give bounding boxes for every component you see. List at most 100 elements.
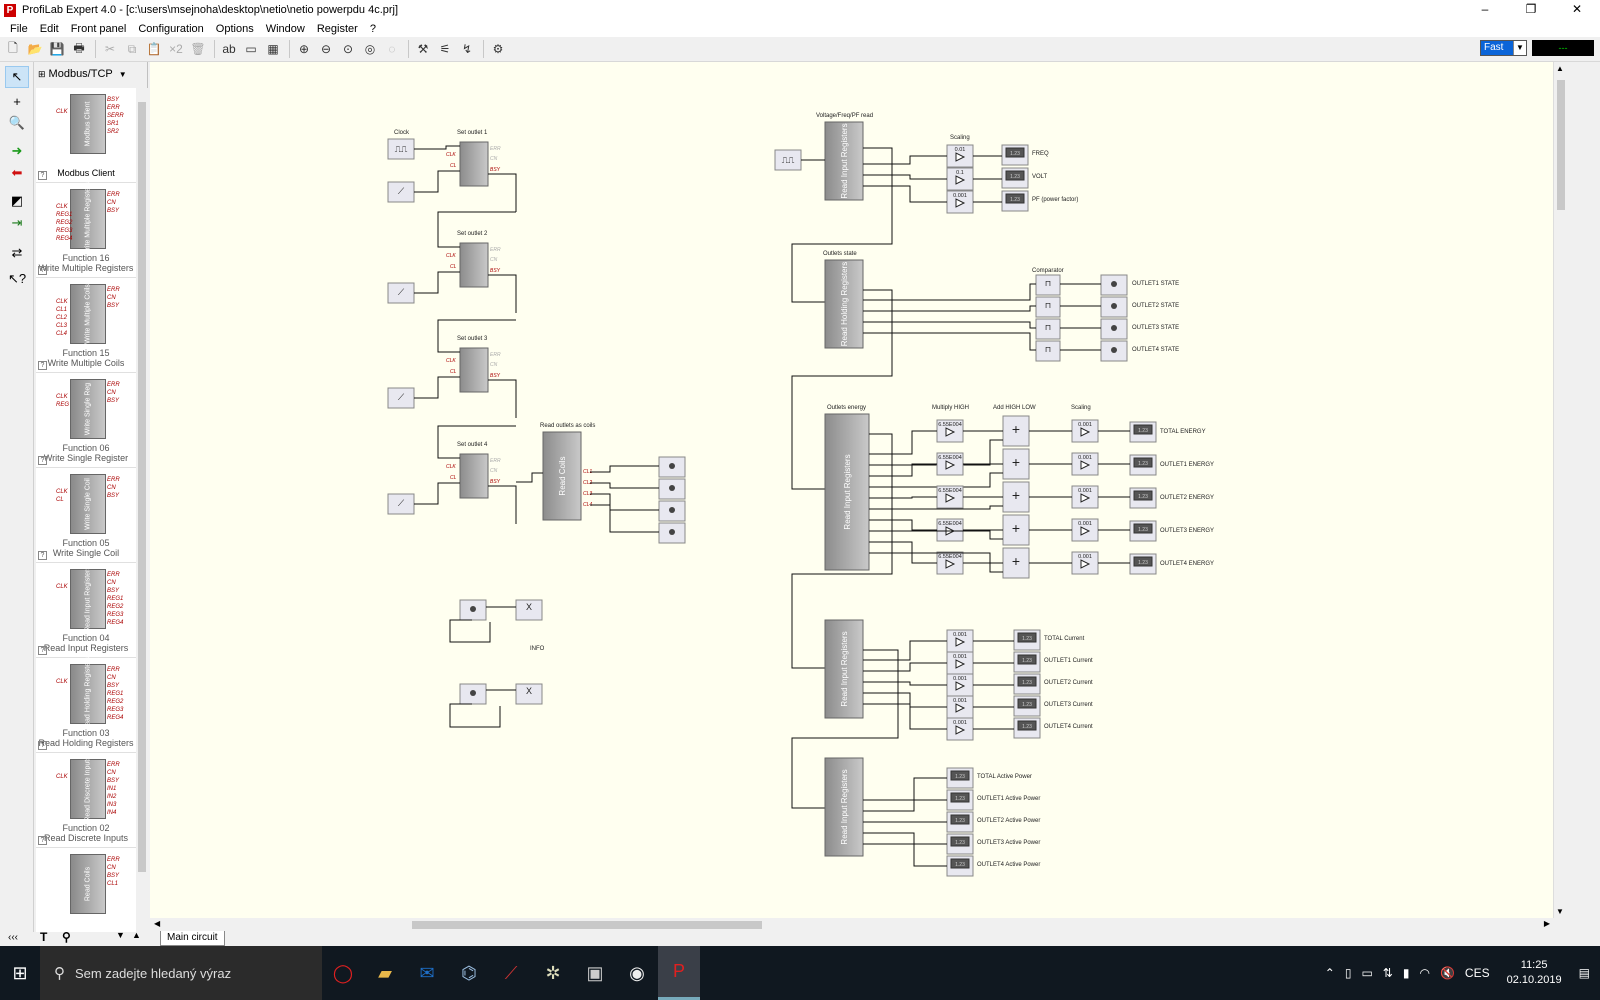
down-arrow-icon[interactable]: ▼ bbox=[116, 930, 125, 940]
up-arrow-icon[interactable]: ▲ bbox=[132, 930, 141, 940]
collapse-icon[interactable]: ‹‹‹ bbox=[8, 932, 18, 943]
comparator-block[interactable] bbox=[1035, 296, 1061, 318]
network-tool-icon[interactable]: ⌬ bbox=[461, 962, 477, 983]
profilab-taskbar-icon[interactable]: P bbox=[658, 946, 700, 1000]
restore-button[interactable]: ❐ bbox=[1525, 2, 1537, 16]
outlook-icon[interactable]: ✉ bbox=[419, 962, 435, 983]
read-holding-registers-block[interactable] bbox=[824, 259, 864, 349]
scroll-down-icon[interactable]: ▼ bbox=[1556, 907, 1564, 916]
help-icon[interactable]: ? bbox=[38, 836, 47, 845]
settings-tool-icon[interactable]: ✲ bbox=[545, 962, 561, 983]
stop-arrow-icon[interactable]: ⬅ bbox=[11, 165, 23, 180]
help-icon[interactable]: ? bbox=[38, 646, 47, 655]
volume-icon[interactable]: 🔇 bbox=[1439, 966, 1455, 980]
menu-file[interactable]: File bbox=[10, 22, 28, 35]
text-tool-icon[interactable]: ab bbox=[222, 42, 236, 56]
write-coil-block[interactable] bbox=[459, 453, 489, 499]
scroll-left-icon[interactable]: ◀ bbox=[154, 919, 161, 928]
adder-block[interactable] bbox=[1002, 514, 1030, 546]
display-icon[interactable]: ▭ bbox=[1361, 966, 1373, 980]
pointer-icon[interactable]: ↖ bbox=[5, 66, 29, 88]
help-icon[interactable]: ? bbox=[38, 266, 47, 275]
zoom-reset-icon[interactable]: ◌ bbox=[388, 42, 396, 56]
magnifier-icon[interactable]: 🔍 bbox=[8, 115, 26, 130]
run-arrow-icon[interactable]: ➜ bbox=[11, 143, 23, 158]
zoom-all-icon[interactable]: ◎ bbox=[364, 42, 376, 56]
eye-app-icon[interactable]: ◉ bbox=[629, 962, 645, 983]
language-indicator[interactable]: CES bbox=[1464, 966, 1490, 980]
taskbar-search[interactable]: ⚲ Sem zadejte hledaný výraz bbox=[40, 946, 322, 1000]
new-file-icon[interactable]: 🗋 bbox=[8, 40, 18, 55]
scroll-right-icon[interactable]: ▶ bbox=[1543, 919, 1550, 928]
read-input-registers-block[interactable] bbox=[824, 757, 864, 857]
open-folder-icon[interactable]: 📂 bbox=[27, 42, 43, 56]
vector-app-icon[interactable]: ⟋ bbox=[504, 962, 518, 983]
help-icon[interactable]: ? bbox=[38, 361, 47, 370]
wifi-icon[interactable]: ◠ bbox=[1419, 966, 1430, 980]
zoom-in-icon[interactable]: ⊕ bbox=[298, 42, 310, 56]
adder-block[interactable] bbox=[1002, 415, 1030, 447]
image-viewer-icon[interactable]: ▣ bbox=[586, 962, 604, 983]
notifications-icon[interactable]: ▤ bbox=[1578, 966, 1590, 980]
comparator-block[interactable] bbox=[1035, 274, 1061, 296]
settings-gear-icon[interactable]: ⚙ bbox=[492, 42, 504, 56]
zoom-out-icon[interactable]: ⊖ bbox=[320, 42, 332, 56]
adder-block[interactable] bbox=[1002, 448, 1030, 480]
route-icon[interactable]: ↯ bbox=[461, 42, 473, 56]
read-coils-block[interactable] bbox=[542, 431, 582, 521]
wire-icon[interactable]: ⚟ bbox=[439, 42, 451, 56]
color-palette-icon[interactable]: ◩ bbox=[10, 193, 24, 208]
menu-window[interactable]: Window bbox=[265, 22, 305, 35]
horizontal-scrollbar[interactable]: ◀ ▶ bbox=[150, 918, 1554, 932]
chevron-down-icon[interactable]: ▼ bbox=[1513, 41, 1526, 55]
opera-icon[interactable]: ◯ bbox=[332, 962, 354, 983]
scroll-up-icon[interactable]: ▲ bbox=[1556, 64, 1564, 73]
windows-start-icon[interactable]: ⊞ bbox=[12, 962, 28, 983]
tray-expand-icon[interactable]: ⌃ bbox=[1324, 966, 1335, 980]
transfer-icon[interactable]: ⇄ bbox=[11, 245, 23, 260]
paste-icon[interactable]: 📋 bbox=[146, 42, 162, 56]
read-input-registers-block[interactable] bbox=[824, 121, 864, 201]
usb-icon[interactable]: ▯ bbox=[1344, 966, 1352, 980]
menu-register[interactable]: Register bbox=[316, 22, 358, 35]
help-icon[interactable]: ? bbox=[38, 741, 47, 750]
binoculars-icon[interactable]: ⚲ bbox=[62, 930, 71, 944]
help-icon[interactable]: ? bbox=[38, 551, 47, 560]
comparator-block[interactable] bbox=[1035, 318, 1061, 340]
build-icon[interactable]: ⚒ bbox=[417, 42, 429, 56]
frame-icon[interactable]: ▭ bbox=[245, 42, 257, 56]
comparator-block[interactable] bbox=[1035, 340, 1061, 362]
help-icon[interactable]: ? bbox=[38, 171, 47, 180]
exe-block[interactable] bbox=[515, 683, 543, 705]
duplicate-icon[interactable]: ×2 bbox=[169, 42, 183, 56]
table-icon[interactable]: ▦ bbox=[267, 42, 279, 56]
menu-edit[interactable]: Edit bbox=[39, 22, 59, 35]
write-coil-block[interactable] bbox=[459, 347, 489, 393]
copy-icon[interactable]: ⧉ bbox=[127, 41, 137, 56]
write-coil-block[interactable] bbox=[459, 141, 489, 187]
text-icon[interactable]: T bbox=[40, 930, 48, 944]
cut-icon[interactable]: ✂ bbox=[104, 42, 116, 56]
menu-configuration[interactable]: Configuration bbox=[138, 22, 204, 35]
save-icon[interactable]: 💾 bbox=[49, 42, 65, 56]
minimize-button[interactable]: – bbox=[1481, 2, 1489, 16]
tab-main-circuit[interactable]: Main circuit bbox=[160, 931, 225, 946]
library-scrollbar[interactable] bbox=[136, 88, 148, 936]
step-icon[interactable]: ⇥ bbox=[11, 215, 23, 230]
write-coil-block[interactable] bbox=[459, 242, 489, 288]
help-pointer-icon[interactable]: ↖? bbox=[7, 271, 27, 286]
crosshair-icon[interactable]: + bbox=[13, 93, 21, 109]
zoom-fit-icon[interactable]: ⊙ bbox=[342, 42, 354, 56]
clock[interactable]: 11:25 02.10.2019 bbox=[1507, 958, 1562, 988]
battery-icon[interactable]: ▮ bbox=[1402, 966, 1410, 980]
